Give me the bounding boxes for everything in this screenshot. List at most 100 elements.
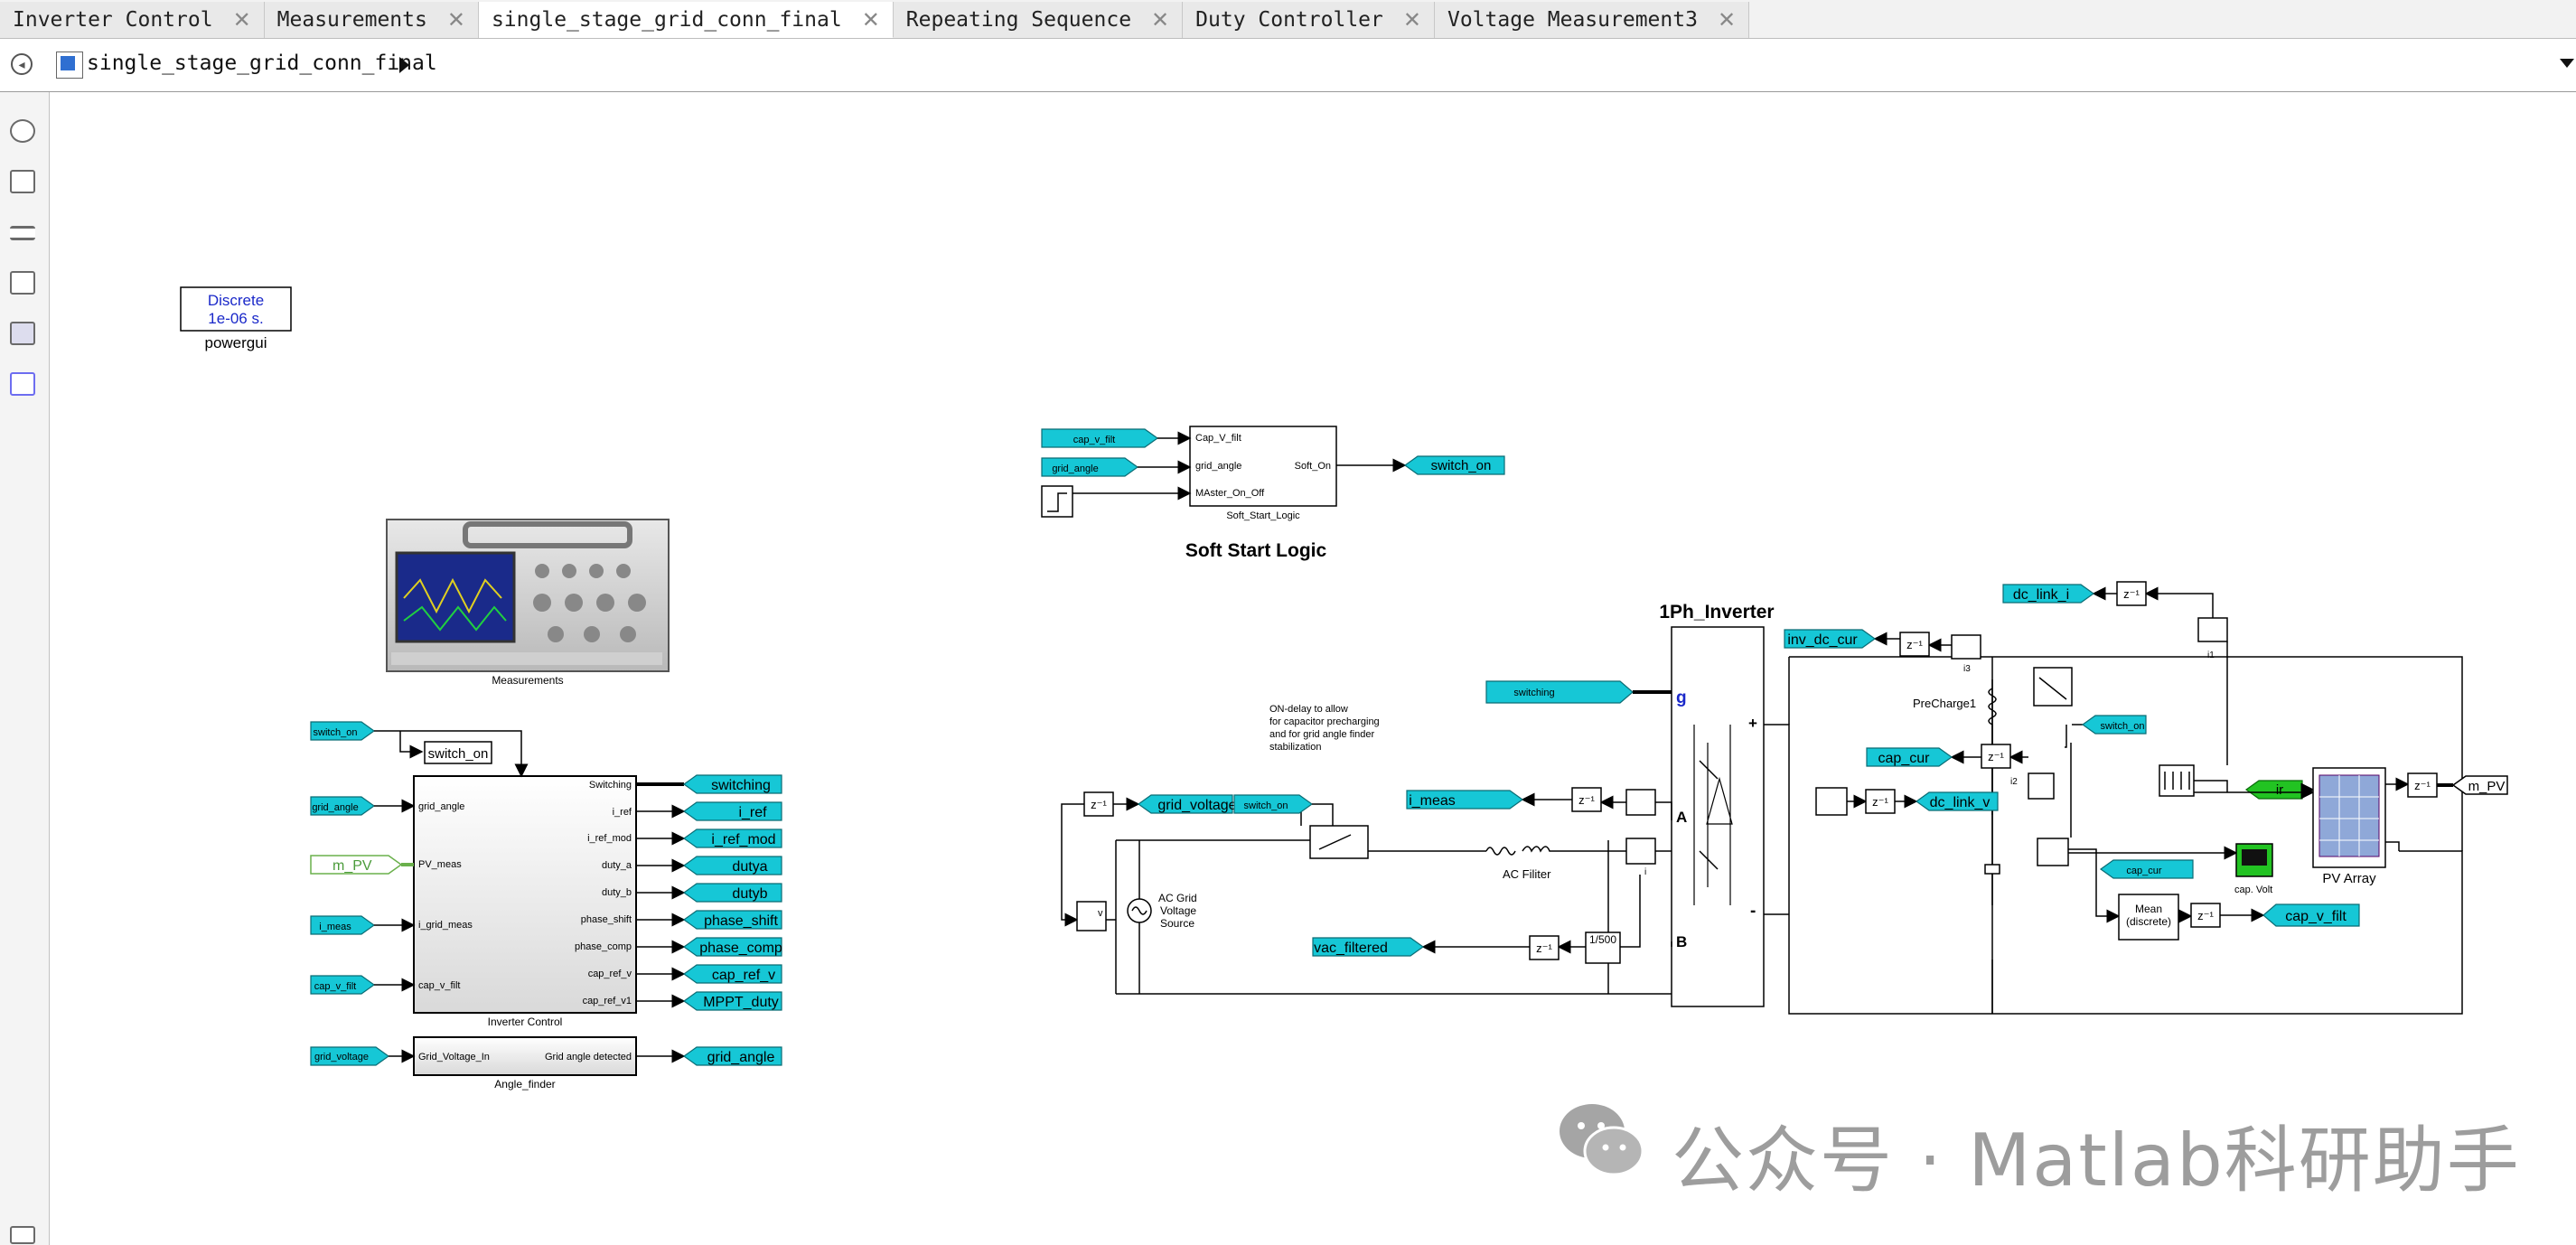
- gain-label: 1/500: [1589, 933, 1616, 946]
- tag-label: dc_link_v: [1930, 795, 1991, 810]
- from-tag-grid-voltage[interactable]: grid_voltage: [310, 1046, 390, 1066]
- close-icon[interactable]: ✕: [446, 7, 465, 33]
- grid-circuit: z⁻¹ grid_voltage v AC Grid Voltage Sourc…: [1061, 787, 1672, 995]
- goto-tag-grid-angle[interactable]: grid_angle: [1041, 457, 1139, 477]
- goto-tag-cap-v-filt-dc[interactable]: [2262, 903, 2360, 927]
- goto-tag-dutyb[interactable]: [682, 883, 782, 903]
- tab-measurements[interactable]: Measurements✕: [264, 2, 479, 38]
- inverter-block[interactable]: g A B + -: [1671, 626, 1765, 1007]
- close-icon[interactable]: ✕: [232, 7, 251, 33]
- address-bar: ◂ single_stage_grid_conn_final: [0, 39, 2576, 92]
- goto-tag-cap-ref-v[interactable]: [682, 964, 782, 984]
- from-tag-cap-cur[interactable]: [2099, 859, 2194, 879]
- image-icon[interactable]: [10, 322, 35, 345]
- switch-on-label-block[interactable]: switch_on: [424, 741, 492, 764]
- delay-label: z⁻¹: [1536, 941, 1552, 955]
- goto-tag-m-pv[interactable]: [2451, 775, 2508, 795]
- from-tag-switch-on-dc[interactable]: [2081, 715, 2147, 735]
- close-icon[interactable]: ✕: [1717, 7, 1737, 33]
- from-tag-i-meas[interactable]: i_meas: [310, 915, 376, 935]
- port-label: grid_angle: [1195, 461, 1241, 472]
- goto-tag-i-ref[interactable]: [682, 801, 782, 821]
- precharge-breaker[interactable]: [2033, 667, 2073, 707]
- tag-label: MPPT_duty: [703, 995, 779, 1010]
- tag-label: switch_on: [2101, 721, 2145, 732]
- mean-block[interactable]: [2118, 894, 2179, 941]
- breadcrumb[interactable]: single_stage_grid_conn_final: [87, 51, 437, 75]
- tab-voltage-measurement3[interactable]: Voltage Measurement3✕: [1434, 2, 1750, 38]
- from-tag-cap-v-filt[interactable]: cap_v_filt: [310, 975, 376, 995]
- delay-label: z⁻¹: [2123, 587, 2140, 601]
- goto-tag-switching[interactable]: [682, 774, 782, 794]
- soft-start-subsystem[interactable]: Cap_V_filt grid_angle MAster_On_Off Soft…: [1189, 426, 1337, 521]
- goto-tag-grid-angle-out[interactable]: grid_angle: [682, 1046, 782, 1066]
- close-icon[interactable]: ✕: [1402, 7, 1421, 33]
- terminal-plus: +: [1748, 715, 1757, 732]
- tab-single-stage-grid-conn-final[interactable]: single_stage_grid_conn_final ✕: [478, 2, 894, 38]
- goto-tag-cap-cur[interactable]: [1866, 747, 1953, 767]
- area-icon[interactable]: [10, 372, 35, 396]
- diagram-canvas[interactable]: Discrete 1e-06 s. powergui Measurements …: [50, 92, 2576, 1245]
- from-tag-m-pv[interactable]: m_PV: [310, 855, 403, 875]
- goto-tag-mppt-duty[interactable]: [682, 991, 782, 1011]
- delay-block-4[interactable]: [1899, 632, 1930, 657]
- delay-block-3[interactable]: [1529, 935, 1560, 960]
- close-icon[interactable]: ✕: [861, 6, 880, 33]
- route-lines-icon[interactable]: [10, 226, 35, 240]
- close-icon[interactable]: ✕: [1151, 7, 1170, 33]
- voltage-measurement[interactable]: [1076, 901, 1107, 931]
- goto-tag-phase-shift[interactable]: [682, 910, 782, 930]
- annotation-icon[interactable]: [10, 271, 35, 295]
- from-tag-switching[interactable]: switching: [1485, 680, 1634, 704]
- current-measurement-i1[interactable]: [2197, 617, 2228, 642]
- back-icon[interactable]: ◂: [11, 53, 33, 75]
- from-tag-switch-on-grid[interactable]: [1233, 794, 1314, 814]
- angle-finder-subsystem[interactable]: Grid_Voltage_In Grid angle detected Angl…: [413, 1036, 637, 1091]
- goto-tag-inv-dc-cur[interactable]: [1784, 629, 1877, 649]
- delay-block-5[interactable]: [2116, 581, 2147, 606]
- voltage-measurement-cap[interactable]: [2037, 838, 2069, 866]
- breaker-block[interactable]: [1309, 825, 1369, 859]
- goto-tag-switch-on[interactable]: switch_on: [1403, 455, 1505, 475]
- fit-view-icon[interactable]: [10, 170, 35, 193]
- port-label: PV_meas: [418, 859, 462, 870]
- from-tag-ir[interactable]: [2244, 780, 2303, 800]
- tab-repeating-sequence[interactable]: Repeating Sequence✕: [893, 2, 1184, 38]
- goto-tag-vac-filtered[interactable]: [1312, 937, 1425, 957]
- goto-tag-dutya[interactable]: [682, 856, 782, 875]
- inverter-control-subsystem[interactable]: grid_angle PV_meas i_grid_meas cap_v_fil…: [413, 775, 637, 1028]
- camera-icon[interactable]: [10, 1226, 35, 1244]
- goto-tag-grid-voltage[interactable]: [1137, 794, 1233, 814]
- zoom-icon[interactable]: [10, 119, 35, 143]
- gain-block[interactable]: [1585, 931, 1621, 964]
- tab-label: single_stage_grid_conn_final: [491, 7, 842, 32]
- tab-duty-controller[interactable]: Duty Controller✕: [1183, 2, 1435, 38]
- current-measurement-i3[interactable]: [1951, 634, 1981, 660]
- port-label: i_ref_mod: [587, 833, 632, 844]
- mean-label: Mean: [2135, 903, 2162, 915]
- delay-block-6[interactable]: [1981, 744, 2011, 769]
- delay-label: z⁻¹: [1906, 638, 1923, 651]
- current-measurement[interactable]: [1625, 838, 1656, 865]
- current-measurement-2[interactable]: [1625, 789, 1656, 816]
- chevron-down-icon[interactable]: [2560, 59, 2574, 68]
- from-tag-grid-angle[interactable]: grid_angle: [310, 796, 376, 816]
- goto-tag-i-ref-mod[interactable]: [682, 828, 782, 848]
- port-label: grid_angle: [418, 801, 464, 812]
- goto-tag-phase-comp[interactable]: [682, 937, 782, 957]
- goto-tag-i-meas[interactable]: [1406, 790, 1524, 810]
- voltage-measurement-dc[interactable]: [1815, 787, 1848, 816]
- step-block[interactable]: [1041, 485, 1073, 518]
- delay-block-7[interactable]: [1865, 789, 1896, 814]
- from-tag-switch-on[interactable]: switch_on: [310, 721, 376, 741]
- goto-tag-cap-v-filt[interactable]: cap_v_filt: [1041, 428, 1159, 448]
- goto-tag-dc-link-i[interactable]: [2002, 584, 2095, 604]
- port-label: Cap_V_filt: [1195, 433, 1241, 444]
- goto-tag-dc-link-v[interactable]: [1915, 791, 1999, 811]
- filter-label: AC Filiter: [1503, 867, 1551, 881]
- measurements-scope-block[interactable]: Measurements: [386, 519, 670, 687]
- powergui-block[interactable]: Discrete 1e-06 s. powergui: [180, 286, 292, 351]
- tab-inverter-control[interactable]: Inverter Control✕: [0, 2, 265, 38]
- breadcrumb-arrow-icon[interactable]: [399, 57, 409, 73]
- current-measurement-i2[interactable]: [2028, 772, 2055, 800]
